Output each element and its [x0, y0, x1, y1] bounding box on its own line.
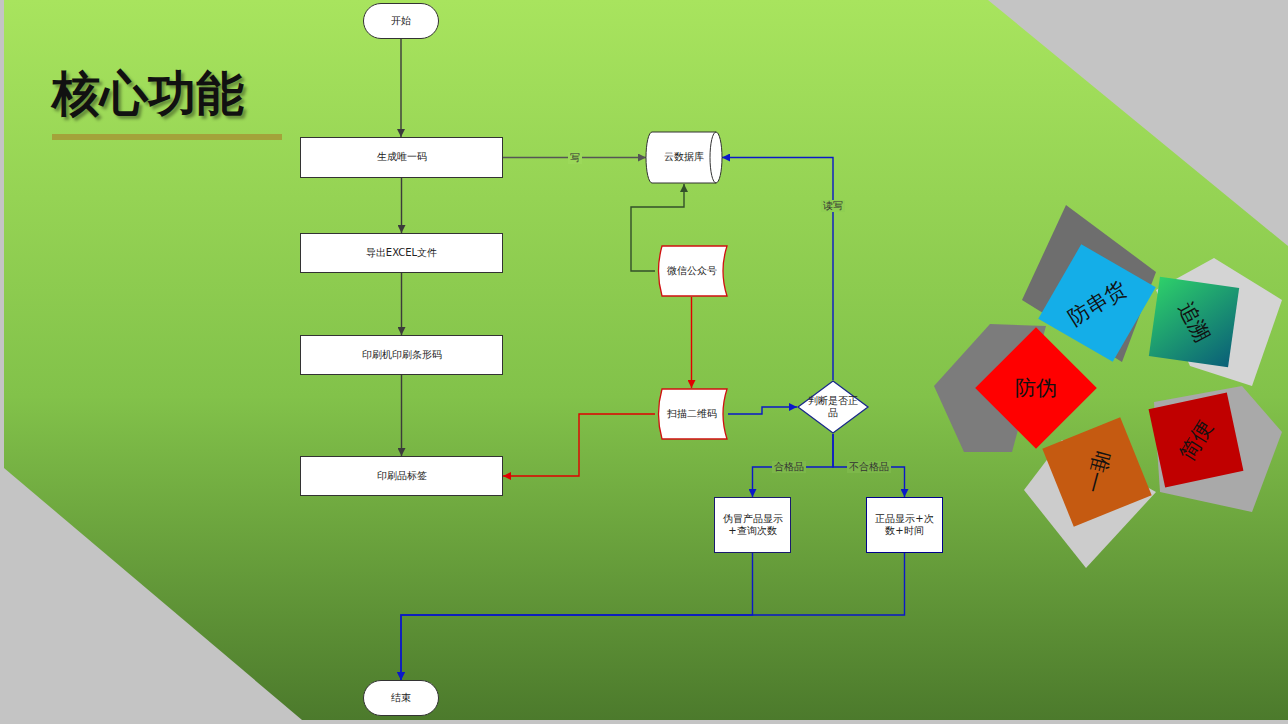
node-text: 生成唯一码 [377, 151, 427, 164]
feature-tile: 简便 [1149, 393, 1244, 488]
node-text: 防伪 [1015, 375, 1057, 401]
decision-diamond: 判断是否正品 [797, 380, 869, 434]
connector [728, 407, 797, 414]
node-text: 扫描二维码 [667, 408, 717, 421]
node-text: 开始 [391, 15, 411, 28]
node-text: 伪冒产品显示+查询次数 [719, 513, 786, 538]
terminal-box: 开始 [363, 3, 439, 39]
title: 核心功能 [52, 62, 244, 126]
process-box: 印刷机印刷条形码 [300, 335, 503, 375]
connector [503, 414, 655, 476]
edge-label: 不合格品 [847, 461, 891, 473]
edge-label: 读写 [821, 200, 845, 212]
connector [691, 297, 692, 388]
process-box: 印刷品标签 [300, 456, 503, 496]
node-text: 微信公众号 [667, 265, 717, 278]
connector [401, 273, 402, 335]
process-box: 正品显示+次数+时间 [866, 497, 943, 553]
database-cylinder: 云数据库 [646, 131, 722, 184]
node-text: 追溯 [1173, 297, 1216, 346]
title-underline [52, 134, 282, 140]
node-text: 云数据库 [664, 151, 704, 164]
process-box: 生成唯一码 [300, 137, 503, 178]
node-text: 导出EXCEL文件 [366, 247, 437, 260]
terminal-box: 结束 [363, 680, 439, 716]
green-ground [4, 0, 1288, 720]
node-text: 判断是否正品 [806, 395, 860, 420]
connector [833, 434, 905, 497]
node-text: 唯一 [1079, 448, 1115, 495]
node-text: 印刷品标签 [377, 470, 427, 483]
connector [401, 178, 402, 233]
io-shape: 扫描二维码 [655, 388, 728, 440]
node-text: 防串货 [1063, 275, 1130, 331]
io-shape: 微信公众号 [655, 245, 728, 297]
connector [400, 39, 401, 137]
node-text: 结束 [391, 692, 411, 705]
connector [401, 553, 753, 680]
node-text: 简便 [1174, 415, 1219, 465]
connector [401, 553, 905, 680]
connector [753, 434, 834, 497]
process-box: 导出EXCEL文件 [300, 233, 503, 273]
process-box: 伪冒产品显示+查询次数 [714, 497, 791, 553]
connector [722, 158, 833, 381]
connector [401, 375, 402, 456]
edge-label: 写 [568, 152, 582, 164]
node-text: 正品显示+次数+时间 [871, 513, 938, 538]
edge-label: 合格品 [772, 461, 806, 473]
node-text: 印刷机印刷条形码 [362, 349, 442, 362]
feature-tile: 追溯 [1149, 277, 1239, 367]
